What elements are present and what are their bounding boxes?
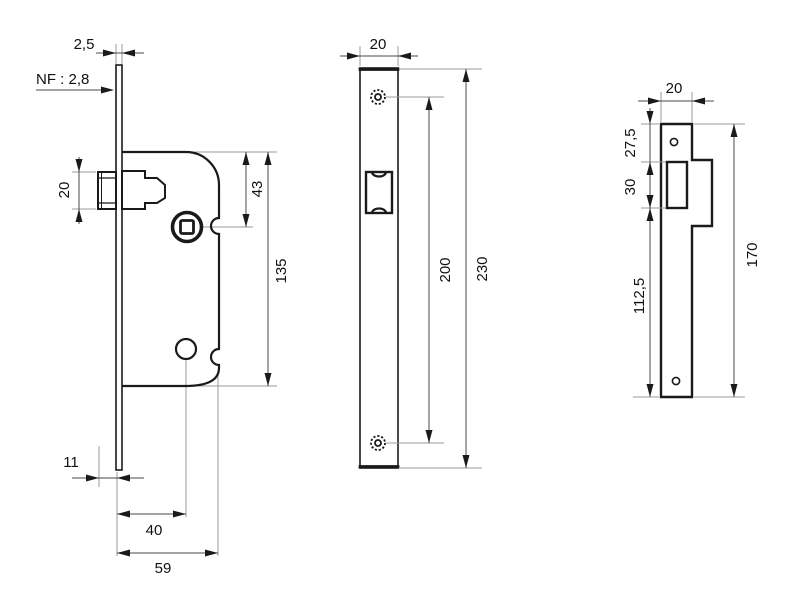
arrowhead [398,52,411,60]
arrowhead [462,69,470,82]
latch-guide-notch-top [370,171,388,178]
latch-bolt-side [97,170,166,210]
screw-hole-top [370,89,386,105]
arrowhead [86,474,99,482]
ext-line [386,96,444,444]
screw-hole-bottom [370,435,386,451]
dim-case-height: 135 [273,258,290,283]
arrowhead [425,430,433,443]
spindle-follower [170,210,204,244]
dim-faceplate-height: 230 [474,256,491,281]
latch-bolt-head [97,171,117,210]
lock-case-outline [122,150,221,388]
arrowhead [730,384,738,397]
dim-strike-height: 170 [744,242,761,267]
arrowhead [692,97,705,105]
arrowhead [462,455,470,468]
arrowhead [242,214,250,227]
faceplate-side [115,64,123,471]
arrowhead [646,162,654,175]
dim-screw-spacing: 200 [437,257,454,282]
arrowhead [646,384,654,397]
dim-faceplate-thickness: 2,5 [74,36,95,53]
dim-top-to-spindle: 43 [249,181,266,198]
label-nf-thickness: NF : 2,8 [36,71,89,88]
dim-latch-height: 20 [56,182,73,199]
latch-opening-outline [364,170,394,215]
arrowhead [75,209,83,222]
arrowhead [646,111,654,124]
dim-top-to-opening: 27,5 [622,128,639,157]
arrowhead [173,510,186,518]
dim-opening-height: 30 [622,179,639,196]
faceplate-front-view: 20 200 230 [340,36,491,469]
arrowhead [205,549,218,557]
strike-screw-hole-top [669,137,679,147]
screw-hole-knurl [370,435,386,451]
arrowhead [646,208,654,221]
arrowhead [264,373,272,386]
arrowhead [347,52,360,60]
faceplate-front [359,67,399,469]
arrowhead [117,549,130,557]
screw-hole-knurl [370,89,386,105]
dim-strike-width: 20 [666,80,683,97]
arrowhead [425,97,433,110]
lock-side-view: 2,5 NF : 2,8 20 43 135 11 40 59 [36,36,290,577]
arrowhead [648,97,661,105]
arrowhead [242,152,250,165]
dim-case-depth: 59 [155,560,172,577]
dim-backset: 40 [146,522,163,539]
bottom-fixing-hole [174,337,198,361]
screw-hole-center [374,439,382,447]
arrowhead [264,152,272,165]
ext-line [72,171,96,210]
ext-line [660,92,693,122]
arrowhead [730,124,738,137]
arrowhead [646,195,654,208]
arrowhead [122,49,135,57]
latch-opening-front [364,170,394,215]
ext-line [115,44,123,64]
strike-opening [665,160,689,210]
dim-opening-to-bottom: 112,5 [631,278,648,314]
arrowhead [101,86,114,94]
spindle-square-hole [179,219,195,235]
ext-line [400,68,482,469]
strike-plate-view: 20 27,5 30 112,5 170 [622,80,761,399]
dim-faceplate-width: 20 [370,36,387,53]
screw-hole-center [374,93,382,101]
latch-guide-notch-bottom [370,207,388,214]
dim-latch-projection: 11 [63,454,79,471]
arrowhead [117,474,130,482]
arrowhead [117,510,130,518]
arrowhead [103,49,116,57]
strike-screw-hole-bottom [671,376,681,386]
arrowhead [75,159,83,172]
ext-line [641,161,666,209]
latch-bolt-stem [121,170,166,210]
